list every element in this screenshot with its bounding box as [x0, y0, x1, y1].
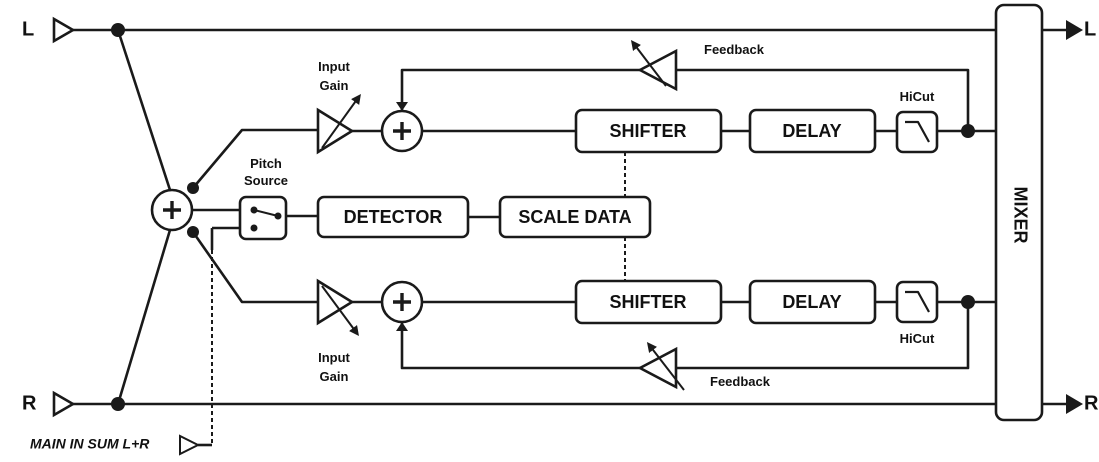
top-delay-label: DELAY — [782, 121, 841, 141]
input-right-triangle-icon — [52, 390, 76, 418]
switch-pivot — [274, 212, 282, 220]
top-lowpass-filter-icon — [895, 110, 939, 154]
input-left-label: L — [22, 18, 34, 40]
switch-contact-b — [250, 224, 258, 232]
bottom-voice-feed-wire — [191, 231, 318, 304]
bottom-filter-curve — [905, 290, 930, 313]
top-feedback-loop-wire — [400, 68, 970, 131]
left-to-sum-wire — [116, 29, 172, 191]
top-input-gain-arrow — [321, 93, 361, 149]
bottom-hicut-label: HiCut — [900, 331, 935, 346]
right-to-sum-wire — [116, 229, 172, 405]
main-sum-triangle-icon — [179, 434, 201, 456]
output-left-label: L — [1084, 18, 1096, 40]
pitch-source-label-line2: Source — [244, 173, 288, 188]
mixer-label: MIXER — [1010, 186, 1030, 243]
top-feedback-gain-arrow — [630, 40, 667, 87]
bottom-feedback-gain-triangle-icon — [637, 346, 678, 390]
top-input-gain-label-line2: Gain — [320, 78, 349, 93]
bottom-input-gain-label-line2: Gain — [320, 369, 349, 384]
bottom-feedback-loop-wire — [400, 302, 970, 370]
top-hicut-label: HiCut — [900, 89, 935, 104]
input-left-triangle-icon — [52, 16, 76, 44]
top-feedback-gain-triangle-icon — [637, 48, 678, 92]
top-filter-curve — [905, 120, 930, 143]
top-input-gain-label-line1: Input — [318, 59, 350, 74]
bottom-feedback-label: Feedback — [710, 374, 771, 389]
main-sum-label: MAIN IN SUM L+R — [30, 436, 150, 452]
bottom-input-gain-label-line1: Input — [318, 350, 350, 365]
pitch-source-label-line1: Pitch — [250, 156, 282, 171]
bottom-input-gain-arrow — [321, 285, 359, 337]
switch-blade — [253, 209, 279, 217]
output-right-label: R — [1084, 392, 1099, 414]
top-feedback-label: Feedback — [704, 42, 765, 57]
top-voice-feed-wire — [192, 128, 318, 189]
bottom-feedback-gain-arrow — [646, 342, 685, 391]
output-left-arrow-icon — [1066, 20, 1083, 40]
scale-data-label: SCALE DATA — [518, 207, 631, 227]
bottom-delay-label: DELAY — [782, 292, 841, 312]
detector-label: DETECTOR — [344, 207, 443, 227]
mixer-block — [994, 3, 1044, 422]
top-shifter-label: SHIFTER — [609, 121, 686, 141]
input-right-label: R — [22, 392, 37, 414]
scale-data-block — [498, 195, 652, 239]
bottom-shifter-label: SHIFTER — [609, 292, 686, 312]
bottom-lowpass-filter-icon — [895, 280, 939, 324]
bottom-feedback-arrowhead — [396, 322, 408, 331]
output-right-arrow-icon — [1066, 394, 1083, 414]
top-feedback-arrowhead — [396, 102, 408, 111]
